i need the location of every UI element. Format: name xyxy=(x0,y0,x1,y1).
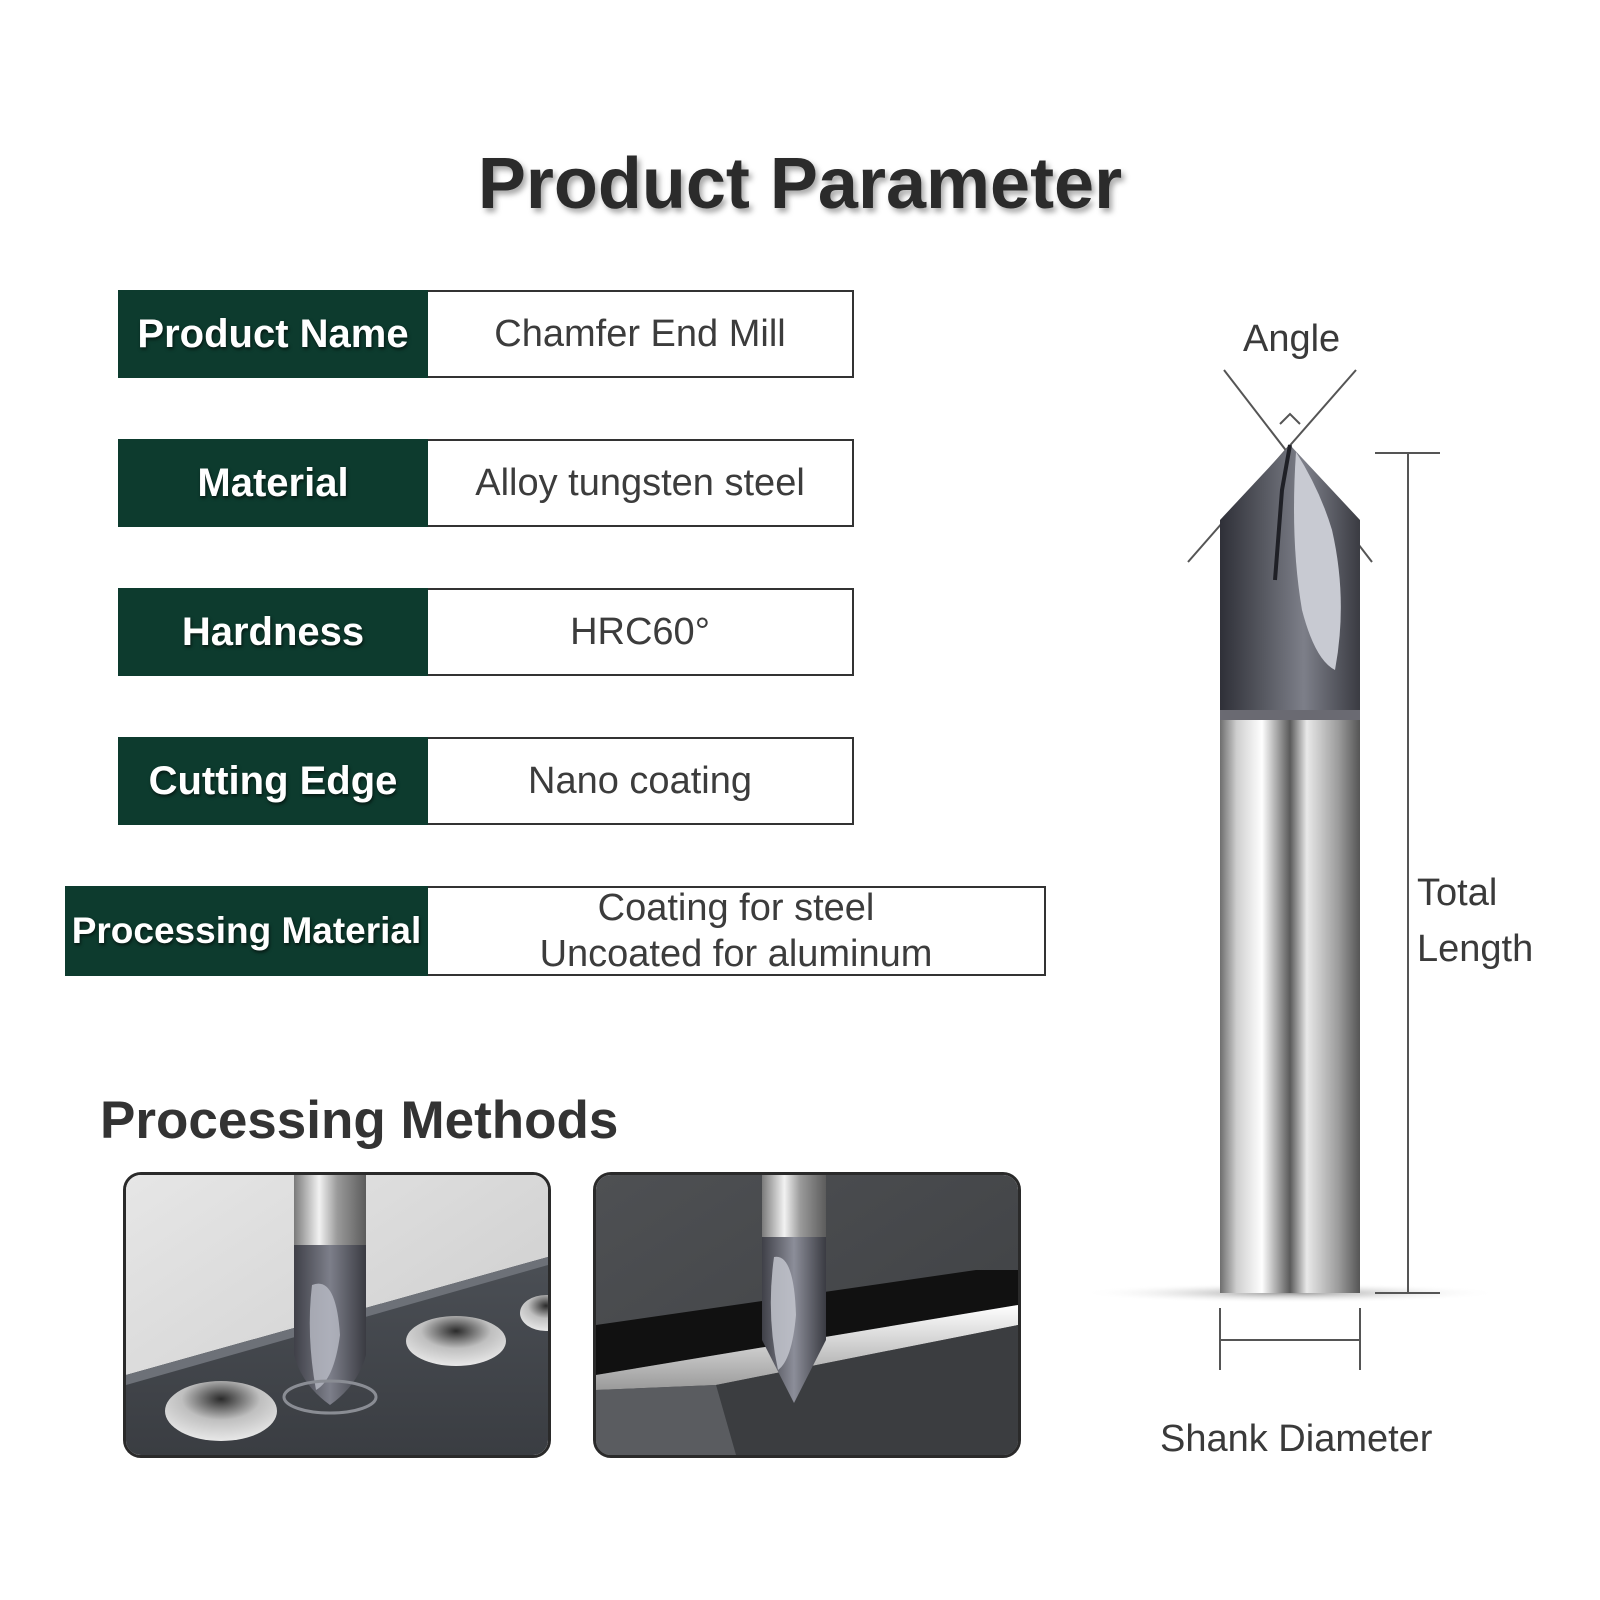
param-label: Product Name xyxy=(118,290,428,378)
methods-title: Processing Methods xyxy=(100,1091,619,1150)
angle-label: Angle xyxy=(1243,318,1341,360)
tool-flute-edge xyxy=(1273,444,1292,581)
total-length-label-line1: Total xyxy=(1417,872,1498,914)
param-label: Material xyxy=(118,439,428,527)
angle-right-mark xyxy=(1279,412,1301,425)
param-value: Alloy tungsten steel xyxy=(428,439,854,527)
method-image-chamfer-edge xyxy=(593,1172,1021,1458)
param-row-product-name: Product Name Chamfer End Mill xyxy=(118,290,854,378)
param-value-line: Nano coating xyxy=(528,760,752,802)
param-value: Coating for steel Uncoated for aluminum xyxy=(428,886,1046,976)
param-value-line: Uncoated for aluminum xyxy=(539,933,933,975)
total-length-label-line2: Length xyxy=(1417,928,1534,970)
param-label: Processing Material xyxy=(65,886,428,976)
param-row-material: Material Alloy tungsten steel xyxy=(118,439,854,527)
param-value: Chamfer End Mill xyxy=(428,290,854,378)
chamfer-edge-illustration xyxy=(596,1175,1018,1455)
tool-collar xyxy=(1220,710,1360,720)
tool-diagram xyxy=(1080,369,1500,1370)
param-value-line: Coating for steel xyxy=(597,887,875,929)
tool-shank xyxy=(1220,718,1360,1293)
param-value: Nano coating xyxy=(428,737,854,825)
shank-diameter-label: Shank Diameter xyxy=(1160,1418,1433,1460)
param-row-processing-material: Processing Material Coating for steel Un… xyxy=(65,886,1046,976)
param-value-line: Alloy tungsten steel xyxy=(475,462,805,504)
param-value-line: HRC60° xyxy=(570,611,710,653)
param-value: HRC60° xyxy=(428,588,854,676)
param-label: Cutting Edge xyxy=(118,737,428,825)
param-row-hardness: Hardness HRC60° xyxy=(118,588,854,676)
page-title: Product Parameter xyxy=(477,144,1123,224)
param-label: Hardness xyxy=(118,588,428,676)
tool-flute-highlight xyxy=(1294,452,1341,670)
countersink-illustration xyxy=(126,1175,548,1455)
param-row-cutting-edge: Cutting Edge Nano coating xyxy=(118,737,854,825)
param-value-line: Chamfer End Mill xyxy=(494,313,786,355)
method-image-countersink xyxy=(123,1172,551,1458)
